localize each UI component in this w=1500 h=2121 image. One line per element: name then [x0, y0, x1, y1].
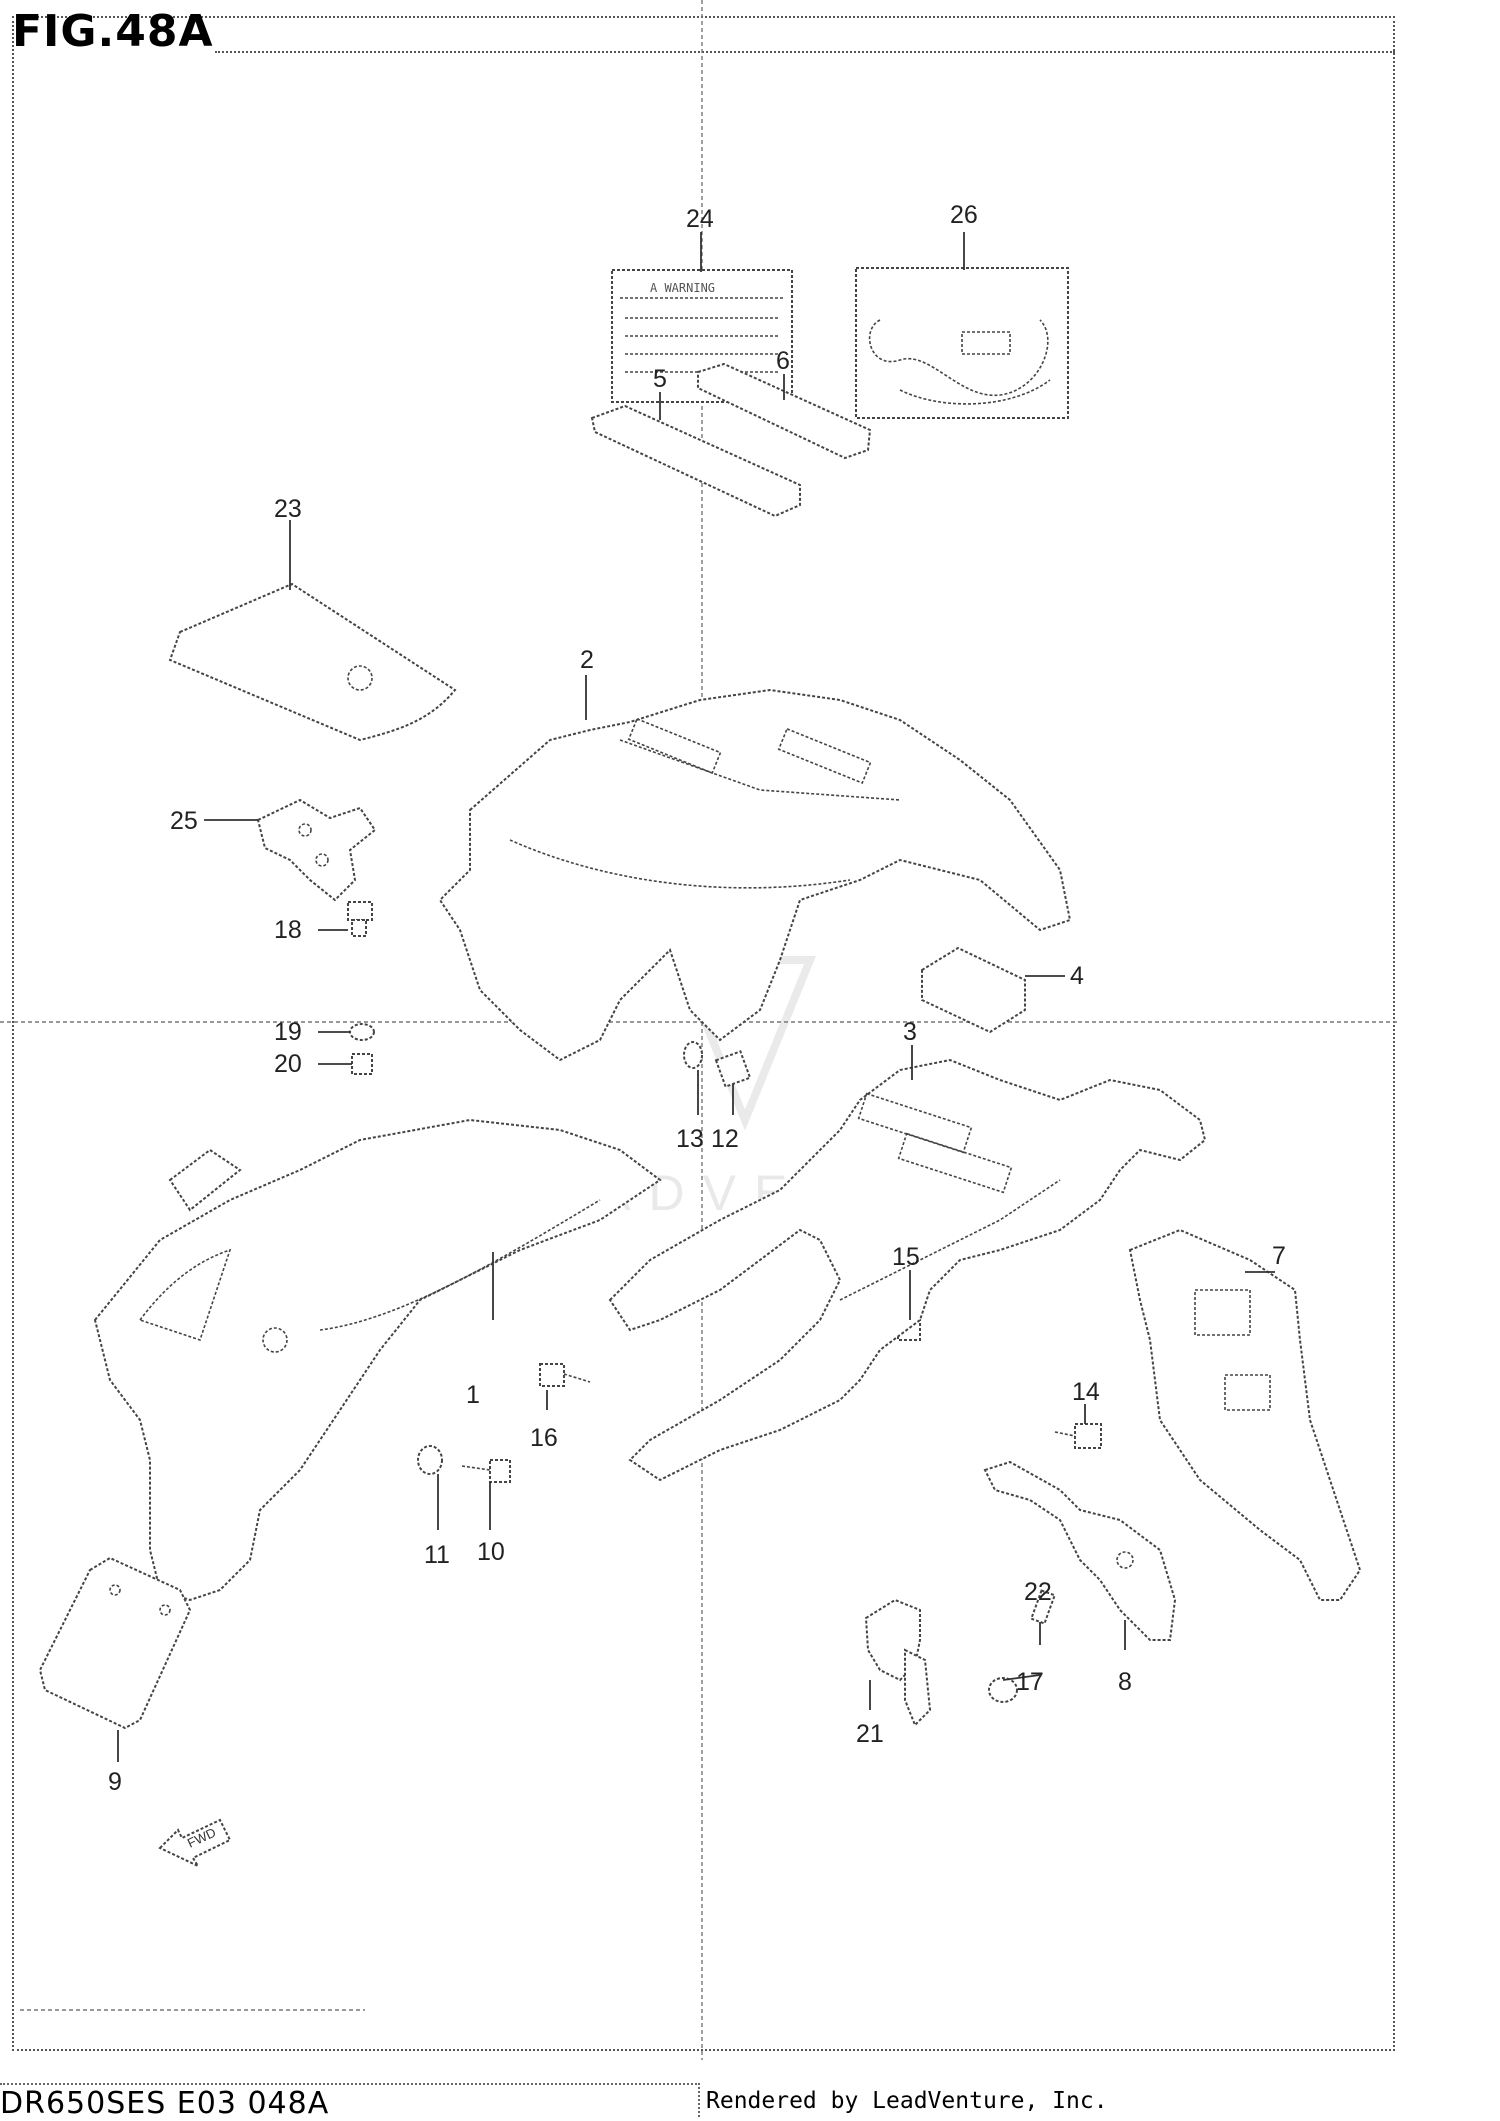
washer-19[interactable]: [349, 1023, 375, 1041]
strip-5[interactable]: [590, 404, 801, 518]
callout-16: 16: [530, 1424, 558, 1452]
diagram-frame: [12, 16, 1395, 2051]
callout-14: 14: [1072, 1378, 1100, 1406]
figure-title: FIG.48A: [12, 6, 214, 57]
washer-13[interactable]: [683, 1041, 703, 1069]
svg-text:A WARNING: A WARNING: [650, 281, 715, 295]
callout-23: 23: [274, 495, 302, 523]
callout-17: 17: [1016, 1668, 1044, 1696]
leader-lines: [117, 232, 1275, 1762]
screw-22[interactable]: [1030, 1589, 1056, 1625]
callout-26: 26: [950, 201, 978, 229]
bolt-10[interactable]: [461, 1459, 511, 1483]
callout-5: 5: [653, 365, 667, 393]
callout-20: 20: [274, 1050, 302, 1078]
callout-19: 19: [274, 1018, 302, 1046]
bolt-14[interactable]: [1054, 1423, 1102, 1449]
mud-flap-9[interactable]: [38, 1556, 192, 1730]
callout-2: 2: [580, 646, 594, 674]
callout-6: 6: [776, 347, 790, 375]
callout-12: 12: [711, 1125, 739, 1153]
callout-15: 15: [892, 1243, 920, 1271]
washer-11[interactable]: [417, 1445, 443, 1475]
fwd-arrow-icon: FWD: [158, 1818, 232, 1869]
routing-label-26[interactable]: [855, 267, 1069, 419]
callout-3: 3: [903, 1018, 917, 1046]
pad-4[interactable]: [921, 946, 1026, 1034]
screw-18[interactable]: [347, 901, 373, 937]
pouch-23[interactable]: [168, 582, 457, 742]
callout-7: 7: [1272, 1242, 1286, 1270]
model-code: DR650SES E03 048A: [0, 2086, 330, 2121]
callout-21: 21: [856, 1720, 884, 1748]
rendered-by: Rendered by LeadVenture, Inc.: [706, 2088, 1108, 2114]
strip-6[interactable]: [697, 362, 872, 460]
bolt-16[interactable]: [539, 1363, 591, 1387]
callout-4: 4: [1070, 962, 1084, 990]
callout-22: 22: [1024, 1578, 1052, 1606]
callout-labels: 1 2 3 4 5 6 7 8 9 10 11 12 13 14 15 16 1…: [108, 201, 1286, 1796]
collar-12[interactable]: [714, 1050, 752, 1088]
rear-fender-2[interactable]: [438, 688, 1072, 1062]
callout-24: 24: [686, 205, 714, 233]
callout-11: 11: [424, 1541, 450, 1569]
bolt-17[interactable]: [988, 1677, 1018, 1703]
reflector-bracket-8[interactable]: [983, 1460, 1177, 1641]
reflector-21[interactable]: [864, 1598, 932, 1727]
callout-1: 1: [466, 1381, 480, 1409]
model-code-box: [0, 2083, 700, 2117]
rear-carrier-3[interactable]: [608, 1058, 1207, 1482]
lower-fender-1[interactable]: [93, 1118, 662, 1602]
callout-8: 8: [1118, 1668, 1132, 1696]
title-rule: [215, 51, 1395, 53]
nut-20[interactable]: [351, 1053, 373, 1075]
callout-18: 18: [274, 916, 302, 944]
license-bracket-7[interactable]: [1128, 1228, 1362, 1601]
bracket-25[interactable]: [256, 798, 377, 902]
callout-25: 25: [170, 807, 198, 835]
callout-10: 10: [477, 1538, 505, 1566]
callout-9: 9: [108, 1768, 122, 1796]
callout-13: 13: [676, 1125, 704, 1153]
